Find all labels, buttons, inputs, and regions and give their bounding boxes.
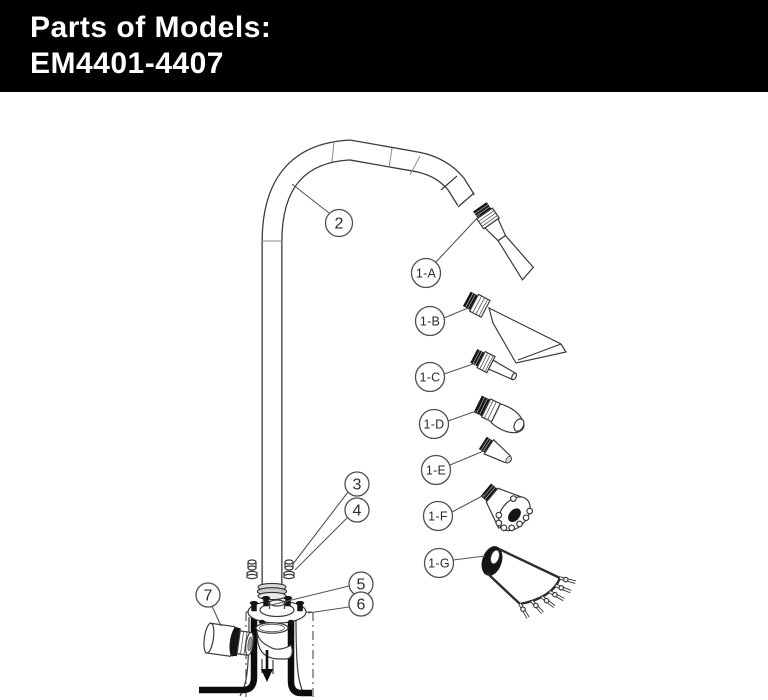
- svg-text:4: 4: [353, 503, 362, 520]
- diagram-area: 2 3 4 5 6 7 1-A: [0, 92, 768, 700]
- callout-7: 7: [195, 582, 222, 627]
- svg-text:1-B: 1-B: [420, 315, 440, 329]
- callout-6: 6: [307, 591, 374, 617]
- page-title-line1: Parts of Models:: [30, 11, 272, 44]
- svg-text:7: 7: [204, 588, 213, 605]
- mount-screw-left: [246, 559, 258, 580]
- svg-text:1-A: 1-A: [416, 267, 437, 281]
- svg-text:1-E: 1-E: [426, 464, 446, 478]
- header-bar: Parts of Models: EM4401-4407: [0, 0, 768, 92]
- pipe-base-coupling: [256, 582, 288, 601]
- callout-1f: 1-F: [422, 493, 487, 532]
- spout-tip: [440, 175, 475, 208]
- callout-1e: 1-E: [420, 449, 487, 486]
- callout-4: 4: [294, 497, 370, 571]
- callout-5: 5: [270, 571, 374, 606]
- svg-text:1-D: 1-D: [423, 418, 444, 432]
- svg-text:1-C: 1-C: [419, 371, 440, 385]
- callout-1a: 1-A: [410, 214, 481, 289]
- inlet-coupling: [203, 622, 254, 658]
- callout-1d: 1-D: [418, 408, 480, 440]
- callout-1g: 1-G: [423, 547, 486, 579]
- mount-screw-right: [283, 559, 295, 580]
- exploded-parts-drawing: 2 3 4 5 6 7 1-A: [195, 139, 576, 700]
- svg-text:1-F: 1-F: [428, 510, 448, 524]
- page-title-line2: EM4401-4407: [30, 47, 224, 80]
- gooseneck-pipe: [261, 139, 475, 588]
- nozzle-1f: [480, 483, 534, 532]
- svg-text:5: 5: [357, 577, 366, 594]
- nozzle-1c: [470, 348, 518, 381]
- callout-3: 3: [292, 471, 370, 565]
- svg-text:3: 3: [353, 477, 362, 494]
- callout-2: 2: [291, 183, 354, 238]
- callout-1c: 1-C: [414, 361, 477, 393]
- flange-bolts: [249, 595, 305, 625]
- nozzle-1b: [462, 291, 567, 364]
- svg-text:2: 2: [335, 216, 344, 233]
- nozzle-1e: [478, 436, 512, 464]
- svg-text:1-G: 1-G: [428, 557, 450, 571]
- nozzle-1g: [481, 546, 576, 619]
- flow-arrow: [261, 650, 273, 682]
- spray-studs: [495, 495, 534, 532]
- spray-fingers: [518, 576, 576, 619]
- nozzle-1d: [473, 395, 525, 434]
- nozzle-1a: [473, 202, 535, 281]
- svg-text:6: 6: [357, 597, 366, 614]
- callout-1b: 1-B: [414, 305, 469, 337]
